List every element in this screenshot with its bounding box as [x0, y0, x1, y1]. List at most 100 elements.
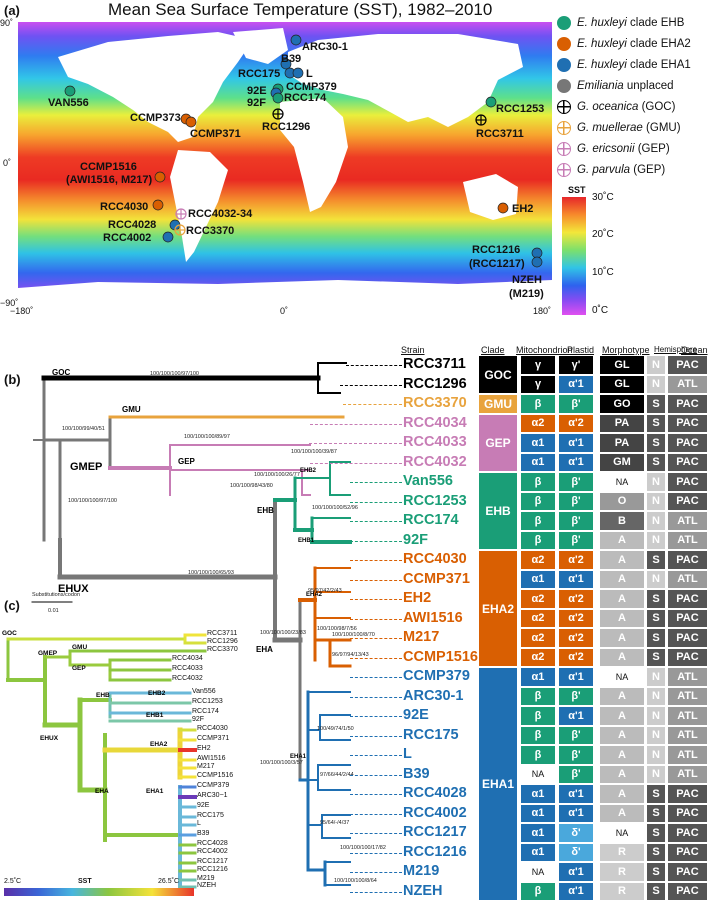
tip-leader: [350, 852, 402, 854]
ocean-cell: PAC: [668, 492, 707, 510]
hemi-cell: S: [647, 648, 665, 666]
mito-cell: α1: [521, 843, 555, 861]
tip-leader: [350, 482, 402, 483]
legend-suffix: clade EHA2: [626, 38, 691, 50]
legend-taxon: G. parvula: [577, 164, 631, 176]
tip-leader: [350, 501, 402, 503]
support-18: 100/100/100/17/82: [340, 845, 386, 851]
ocean-cell: ATL: [668, 570, 707, 588]
map-label-6: 92F: [247, 97, 266, 109]
marker-b39: [280, 58, 292, 70]
c-tip-label: RCC4028: [197, 840, 228, 847]
morph-cell: GL: [600, 356, 644, 374]
hemi-cell: S: [647, 551, 665, 569]
c-tip-label: ARC30−1: [197, 792, 228, 799]
map-label-3: L: [306, 68, 313, 80]
lat-tick-neg90: −90˚: [0, 298, 19, 308]
c-tip-label: RCC1217: [197, 858, 228, 865]
tip-leader: [350, 677, 402, 678]
sst-tick-10: 10˚C: [592, 267, 614, 278]
node-eha2: EHA2: [306, 592, 323, 598]
strain-label: RCC4034: [403, 414, 467, 431]
node-eha: EHA: [256, 645, 273, 654]
crossed-circle-icon: [557, 100, 571, 114]
map-label-15: (AWI1516, M217): [66, 174, 153, 186]
map-label-19: RCC3370: [186, 225, 234, 237]
phylogeny-tree-b: GOC GMU GEP GMEP EHUX EHB EHB2 EHB1 EHA …: [31, 362, 386, 887]
strain-label: RCC3711: [403, 356, 466, 372]
lon-tick-neg180: −180˚: [10, 306, 34, 316]
map-label-8: RCC1296: [262, 121, 310, 133]
map-label-1: B39: [281, 53, 301, 65]
strain-label: B39: [403, 765, 430, 782]
hemi-cell: N: [647, 512, 665, 530]
c-tip-label: RCC175: [197, 812, 224, 819]
strain-label: NZEH: [403, 882, 443, 899]
mito-cell: γ: [521, 356, 555, 374]
hemi-cell: N: [647, 473, 665, 491]
crossed-circle-icon: [557, 142, 571, 156]
ocean-cell: PAC: [668, 824, 707, 842]
support-12: 96/97/94/13/43: [332, 652, 369, 658]
scale-bar-value: 0.01: [48, 608, 59, 614]
clade-block: EHA1: [479, 668, 517, 900]
hemi-cell: S: [647, 824, 665, 842]
morph-cell: PA: [600, 414, 644, 432]
morph-cell: R: [600, 863, 644, 881]
morph-cell: PA: [600, 434, 644, 452]
node-gmep: GMEP: [70, 461, 102, 473]
strain-label: RCC4033: [403, 434, 467, 450]
c-node-goc: GOC: [2, 630, 17, 637]
mito-cell: α2: [521, 551, 555, 569]
dot-marker-icon: [557, 16, 571, 30]
tip-leader: [350, 774, 402, 776]
ocean-cell: PAC: [668, 590, 707, 608]
strain-label: 92F: [403, 531, 428, 548]
tip-leader: [350, 891, 402, 893]
morph-cell: NA: [600, 824, 644, 842]
legend-suffix: (GMU): [642, 122, 681, 134]
hemi-cell: N: [647, 707, 665, 725]
strain-label: RCC174: [403, 512, 459, 528]
support-3: 100/100/98/43/80: [230, 483, 273, 489]
ocean-cell: PAC: [668, 609, 707, 627]
mito-cell: NA: [521, 765, 555, 783]
c-node-eha2: EHA2: [150, 741, 168, 748]
support-1: 100/100/99/40/51: [62, 426, 105, 432]
support-11: 100/100/100/8/70: [332, 632, 375, 638]
marker-nzeh: [531, 256, 543, 268]
tip-leader: [350, 696, 402, 698]
legend-item: G. ericsonii (GEP): [557, 140, 670, 158]
hemi-cell: N: [647, 668, 665, 686]
c-node-ehb: EHB: [96, 692, 110, 699]
c-node-gep: GEP: [72, 665, 86, 672]
node-ehb1: EHB1: [298, 538, 315, 544]
lat-tick-0: 0˚: [3, 158, 12, 168]
hemi-cell: S: [647, 629, 665, 647]
morph-cell: A: [600, 687, 644, 705]
strain-label: RCC1296: [403, 375, 467, 392]
panel-a-label: (a): [4, 3, 20, 18]
morph-cell: A: [600, 531, 644, 549]
tip-leader: [350, 521, 402, 522]
map-label-25: (M219): [509, 288, 544, 300]
ocean-cell: PAC: [668, 804, 707, 822]
phylogeny-tree-c: GOC GMU GMEP GEP EHB2 EHB EHB1 EHUX EHA2…: [2, 630, 207, 889]
header-ocean: Ocean: [681, 345, 708, 355]
ocean-cell: PAC: [668, 843, 707, 861]
map-label-10: CCMP373: [130, 112, 181, 124]
tip-leader: [350, 716, 402, 717]
lat-tick-90: 90˚: [0, 18, 14, 28]
header-plastid: Plastid: [567, 345, 595, 355]
map-label-13: RCC3711: [476, 128, 524, 140]
legend-item: E. huxleyi clade EHB: [557, 14, 684, 32]
clade-block: GEP: [479, 414, 517, 471]
header-hemisphere: Hemisphere: [654, 345, 698, 354]
ocean-cell: ATL: [668, 531, 707, 549]
legend-taxon: E. huxleyi: [577, 59, 627, 71]
plastid-cell: α'2: [559, 414, 593, 432]
support-4: 100/100/100/97/100: [68, 498, 117, 504]
hemi-cell: S: [647, 609, 665, 627]
plastid-cell: α'2: [559, 629, 593, 647]
